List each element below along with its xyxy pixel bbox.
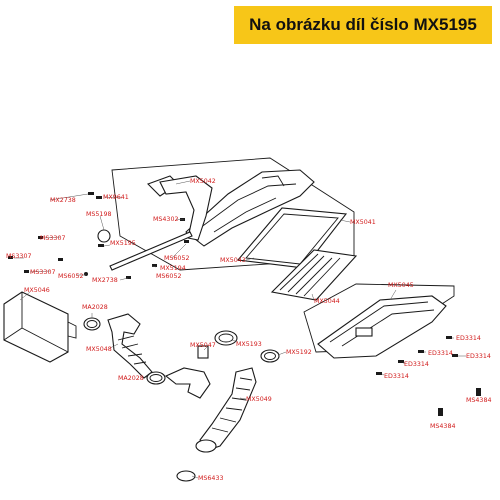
part-label-ms3307: MS3307 (30, 269, 55, 276)
leader-lines (14, 180, 466, 479)
hose-mx5048 (107, 313, 153, 379)
part-label-mx5043: MX5043 (220, 257, 246, 264)
part-label-ed3314: ED3314 (456, 335, 481, 342)
part-label-mx2738: MX2738 (92, 277, 118, 284)
screws-ed3314 (376, 336, 481, 416)
airbox-housing (147, 169, 315, 247)
small-fasteners (8, 192, 189, 279)
part-label-ma2028: MA2028 (82, 304, 108, 311)
part-label-mx5192: MX5192 (286, 349, 312, 356)
part-label-ms5198: MS5198 (86, 211, 111, 218)
rod-mx5195 (109, 231, 193, 271)
part-label-mx5045: MX5045 (388, 282, 414, 289)
part-label-mx2738: MX2738 (50, 197, 76, 204)
part-label-mx5048: MX5048 (86, 346, 112, 353)
part-label-ms6052: MS6052 (156, 273, 181, 280)
part-label-mx5049: MX5049 (246, 396, 272, 403)
elbow-mx5047 (164, 345, 211, 399)
part-label-mx5041: MX5041 (350, 219, 376, 226)
banner-text: Na obrázku díl číslo MX5195 (249, 15, 477, 34)
part-label-mx5042: MX5042 (190, 178, 216, 185)
part-label-ed3314: ED3314 (428, 350, 453, 357)
part-label-mx5046: MX5046 (24, 287, 50, 294)
part-label-ed3314: ED3314 (404, 361, 429, 368)
filter-element (270, 249, 358, 301)
part-label-mx5194: MX5194 (160, 265, 186, 272)
duct-mx5049 (195, 367, 257, 453)
clamp-upper (83, 317, 101, 331)
group-outline-cover (303, 283, 455, 353)
part-label-ms6052: MS6052 (164, 255, 189, 262)
part-labels: MX5042MX9641MX2738MS5198MS3307MS4302MX51… (6, 178, 491, 482)
part-label-ms6052: MS6052 (58, 273, 83, 280)
part-label-mx5047: MX5047 (190, 342, 216, 349)
filter-frame (236, 207, 348, 269)
clamp-ms6433 (176, 470, 196, 482)
resonator (3, 291, 77, 363)
part-label-ms4384: MS4384 (466, 397, 491, 404)
clamp-lower (146, 371, 166, 385)
part-label-ms4384: MS4384 (430, 423, 455, 430)
part-label-mx5193: MX5193 (236, 341, 262, 348)
part-label-ms3307: MS3307 (40, 235, 65, 242)
part-number-banner: Na obrázku díl číslo MX5195 (234, 6, 492, 44)
part-label-ed3314: ED3314 (384, 373, 409, 380)
cover-mx5045 (317, 295, 447, 359)
part-label-mx9641: MX9641 (103, 194, 129, 201)
part-label-ms3307: MS3307 (6, 253, 31, 260)
part-label-ms6433: MS6433 (198, 475, 223, 482)
part-label-ed3314: ED3314 (466, 353, 491, 360)
part-label-ma2028: MA2028 (118, 375, 144, 382)
part-label-mx5044: MX5044 (314, 298, 340, 305)
ring-mx5193 (214, 330, 238, 346)
part-label-ms4302: MS4302 (153, 216, 178, 223)
part-label-mx5195: MX5195 (110, 240, 136, 247)
ring-mx5192 (260, 349, 280, 363)
